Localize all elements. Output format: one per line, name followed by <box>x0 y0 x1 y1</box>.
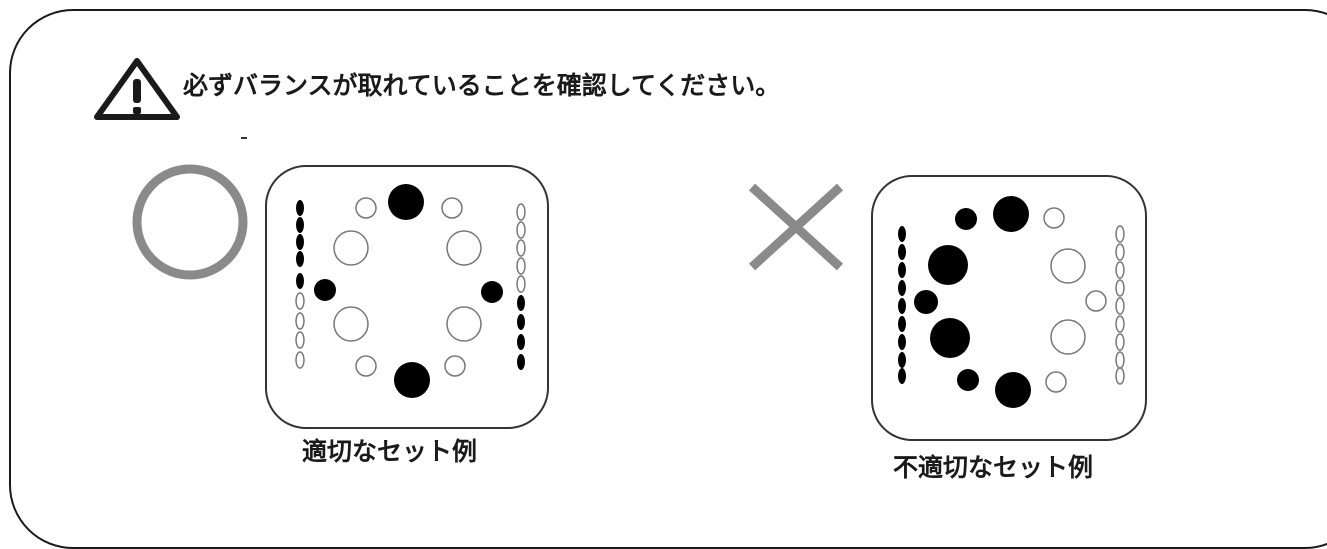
bottom-large-dot <box>995 372 1031 408</box>
left-column-dot <box>295 351 305 369</box>
right-column-dot <box>1115 297 1125 315</box>
bottom-left-small-dot <box>957 369 979 391</box>
left-column-dot <box>296 217 304 233</box>
right-column-dot <box>517 314 525 330</box>
top-large-dot <box>388 184 424 220</box>
left-column-dot <box>898 280 906 296</box>
right-column-dot <box>516 203 526 221</box>
good-set-dots <box>295 184 526 398</box>
left-column-dot <box>295 292 305 310</box>
right-column-dot <box>1115 279 1125 297</box>
left-column-dot <box>898 226 906 242</box>
right-column-dot <box>1115 351 1125 369</box>
right-column-dot <box>1115 243 1125 261</box>
bottom-large-dot <box>394 362 430 398</box>
top-large-dot <box>993 196 1029 232</box>
left-column-dot <box>296 273 304 289</box>
left-column-dot <box>898 352 906 368</box>
left-column-dot <box>295 312 305 330</box>
bottom-right-small-dot <box>1045 371 1067 393</box>
right-column-dot <box>516 275 526 293</box>
left-column-dot <box>296 234 304 250</box>
bad-set-dots <box>898 196 1125 408</box>
upper-right-ring <box>446 230 482 266</box>
top-left-small-dot <box>355 197 377 219</box>
left-column-dot <box>898 244 906 260</box>
left-column-dot <box>898 316 906 332</box>
top-right-small-dot <box>441 197 463 219</box>
right-column-dot <box>516 257 526 275</box>
right-column-dot <box>517 354 525 370</box>
right-column-dot <box>517 334 525 350</box>
mid-left-dot <box>314 279 336 301</box>
bad-set-caption: 不適切なセット例 <box>893 453 1094 482</box>
mid-right-dot <box>481 281 503 303</box>
cross-ng-icon <box>748 183 844 271</box>
upper-left-large-dot <box>928 245 968 285</box>
upper-left-ring <box>333 230 369 266</box>
mid-right-small-ring <box>1085 290 1107 312</box>
good-set-diagram <box>265 165 549 429</box>
mid-left-dot <box>914 290 938 314</box>
left-column-dot <box>898 298 906 314</box>
upper-right-ring <box>1050 248 1086 284</box>
left-column-dot <box>898 368 906 384</box>
circle-ok-icon <box>132 164 248 280</box>
balance-warning-text: 必ずバランスが取れていることを確認してください。 <box>183 71 781 100</box>
right-column-dot <box>1115 261 1125 279</box>
left-column-dot <box>296 200 304 216</box>
right-column-dot <box>516 239 526 257</box>
lower-right-ring <box>446 306 482 342</box>
right-column-dot <box>1115 367 1125 385</box>
right-column-dot <box>517 295 525 311</box>
left-column-dot <box>898 262 906 278</box>
lower-right-ring <box>1050 319 1086 355</box>
top-small-dot <box>955 208 977 230</box>
lower-left-ring <box>333 306 369 342</box>
right-column-dot <box>1115 315 1125 333</box>
right-column-dot <box>1115 225 1125 243</box>
dash-mark <box>241 137 247 139</box>
bad-set-diagram <box>871 175 1147 441</box>
top-right-small-dot <box>1043 207 1065 229</box>
left-column-dot <box>295 331 305 349</box>
right-column-dot <box>516 221 526 239</box>
bottom-left-small-dot <box>355 355 377 377</box>
right-column-dot <box>1115 333 1125 351</box>
left-column-dot <box>898 334 906 350</box>
left-column-dot <box>296 251 304 267</box>
warning-icon <box>94 58 180 120</box>
bottom-right-small-dot <box>444 355 466 377</box>
good-set-caption: 適切なセット例 <box>302 437 478 466</box>
lower-left-large-dot <box>930 318 970 358</box>
